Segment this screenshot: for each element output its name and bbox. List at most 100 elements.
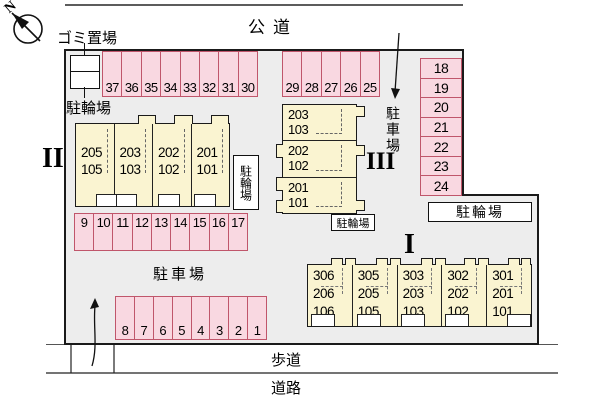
parking-spot: 34 (160, 51, 181, 97)
parking-spot: 36 (121, 51, 142, 97)
unit: 202 102 (283, 140, 356, 176)
building-II: 205 105 203 103 202 102 201 101 (75, 115, 230, 207)
parking-spot: 29 (282, 51, 303, 97)
balcony-tab (356, 200, 365, 211)
parking-spot: 11 (112, 213, 133, 251)
parking-spot: 32 (198, 51, 220, 97)
balcony-tab (356, 145, 365, 156)
entrance-notch (158, 194, 180, 206)
parking-spot: 20 (420, 97, 462, 118)
parking-spot: 31 (218, 51, 239, 97)
entrance-notch (116, 194, 137, 206)
parking-spot: 9 (74, 213, 95, 251)
parking-spot: 17 (227, 213, 248, 251)
roof-notch (211, 115, 229, 124)
building-III-units: 203 103 202 102 201 101 (283, 105, 356, 213)
unit: 201 101 (190, 124, 230, 206)
road-label: 道路 (271, 380, 302, 397)
parking-spot: 33 (179, 51, 200, 97)
roof-notch (174, 115, 193, 124)
unit: 201 101 (283, 176, 356, 213)
parking-spot: 15 (189, 213, 210, 251)
building-III-numeral: III (366, 148, 396, 175)
unit: 205 105 (76, 124, 114, 206)
parking-spot: 35 (140, 51, 162, 97)
balcony-tab (356, 106, 365, 117)
roof-notch (345, 258, 356, 265)
parking-spot: 26 (340, 51, 361, 97)
roof-notch (435, 258, 446, 265)
parking-spot: 37 (102, 51, 123, 97)
roof-notch (138, 115, 156, 124)
unit: 203 103 (283, 105, 356, 140)
public-road-label: 公道 (248, 18, 298, 37)
parking-spot: 4 (190, 296, 211, 340)
unit: 301 201 101 (486, 265, 531, 326)
bicycle-box (70, 71, 100, 89)
bicycle-pointer-line (84, 87, 85, 98)
parking-spot: 21 (420, 116, 462, 138)
bicycle-parking-topleft-label: 駐輪場 (66, 100, 112, 117)
parking-spot: 14 (170, 213, 191, 251)
roof-notch (521, 258, 531, 265)
roof-notch (421, 258, 433, 265)
garbage-box (70, 55, 100, 72)
entrance-notch (507, 314, 531, 326)
parking-spot: 23 (420, 155, 462, 177)
parking-spot: 2 (228, 296, 249, 340)
parking-spot: 30 (237, 51, 258, 97)
garbage-pointer-line (84, 43, 85, 56)
unit: 203 103 (113, 124, 153, 206)
parking-spot: 16 (208, 213, 229, 251)
parking-spot: 22 (420, 136, 462, 157)
parking-spot: 25 (359, 51, 381, 97)
car-parking-left-label: 駐車場 (153, 266, 208, 283)
car-parking-right-label: 駐車場 (385, 106, 401, 154)
roof-notch (508, 258, 520, 265)
balcony-tab (276, 200, 283, 213)
roof-notch (376, 258, 388, 265)
parking-spot: 6 (152, 296, 173, 340)
entrance-notch (357, 314, 381, 326)
bicycle-parking-bldg2-box: 駐輪場 (233, 155, 259, 210)
entrance-notch (401, 314, 425, 326)
parking-spot: 24 (420, 175, 462, 197)
building-I-numeral: I (404, 229, 415, 260)
parking-spot: 28 (301, 51, 322, 97)
building-II-numeral: II (42, 143, 64, 174)
entrance-notch (96, 194, 118, 206)
building-III: 203 103 202 102 201 101 (276, 104, 365, 214)
parking-spot: 19 (420, 77, 462, 99)
roof-notch (331, 258, 343, 265)
parking-spot: 10 (93, 213, 114, 251)
balcony-tab (276, 177, 283, 191)
building-I: 306 206 106 305 205 105 303 203 103 302 … (307, 258, 532, 327)
building-II-units: 205 105 203 103 202 102 201 101 (76, 124, 229, 206)
parking-spot: 7 (133, 296, 154, 340)
sidewalk-label: 歩道 (271, 352, 302, 369)
parking-spot: 3 (209, 296, 230, 340)
roof-notch (464, 258, 476, 265)
entrance-notch (194, 194, 216, 206)
parking-spot: 18 (420, 58, 462, 79)
parking-spot: 12 (131, 213, 152, 251)
parking-spot: 1 (247, 296, 267, 340)
garbage-area-label: ゴミ置場 (57, 30, 118, 47)
bicycle-parking-bldg3-box: 駐輪場 (331, 214, 375, 231)
bicycle-parking-bldg1-box: 駐輪場 (428, 202, 532, 222)
parking-spot: 5 (171, 296, 192, 340)
parking-spot: 8 (115, 296, 135, 340)
parking-spot: 27 (320, 51, 342, 97)
entrance-notch (311, 314, 335, 326)
roof-notch (390, 258, 401, 265)
entrance-notch (445, 314, 469, 326)
roof-notch (478, 258, 489, 265)
balcony-tab (276, 144, 283, 158)
unit: 202 102 (152, 124, 191, 206)
